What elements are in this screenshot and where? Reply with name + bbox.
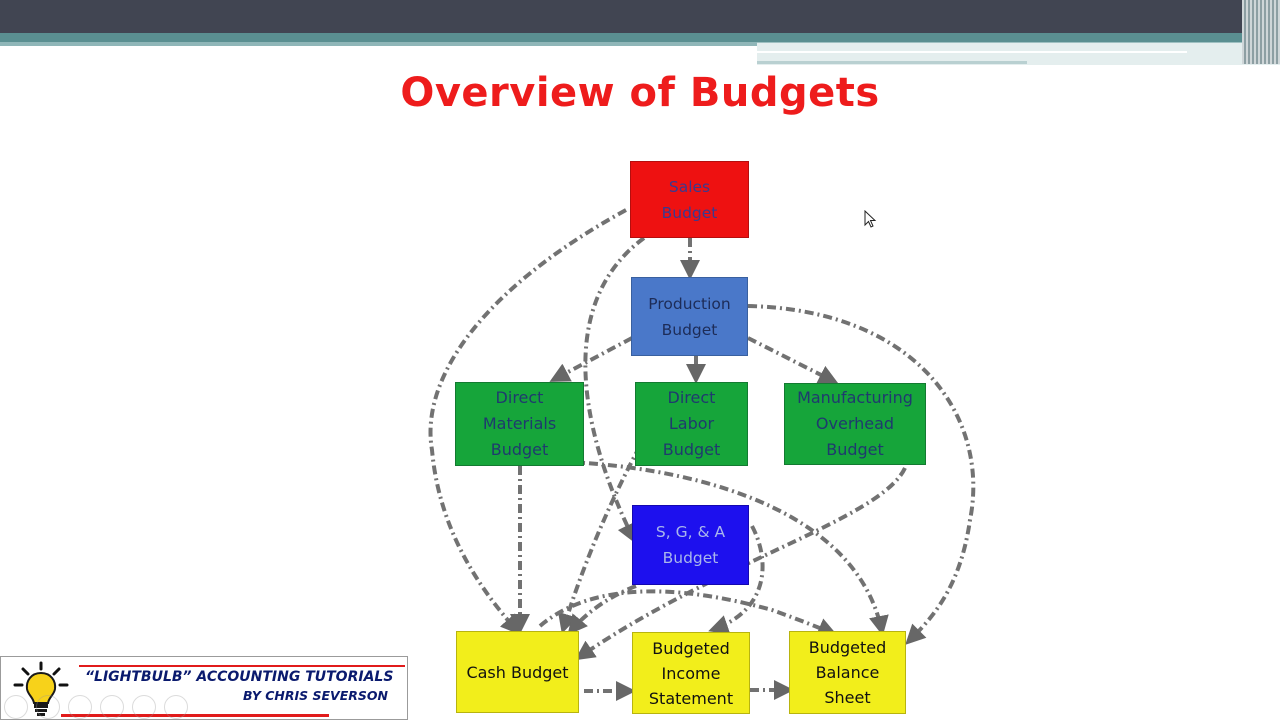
logo-subtitle: BY CHRIS SEVERSON <box>243 688 388 703</box>
sales-budget-box: Sales Budget <box>630 161 749 238</box>
edge-overhead-cash <box>574 467 907 661</box>
cash-budget-label: Cash Budget <box>466 662 569 682</box>
slides-icon[interactable] <box>100 695 124 719</box>
zoom-icon[interactable] <box>132 695 156 719</box>
direct-materials-budget-label: Direct Materials Budget <box>482 388 557 459</box>
edge-production-direct-materials <box>549 336 633 382</box>
manufacturing-overhead-budget-label: Manufacturing Overhead Budget <box>797 388 913 459</box>
sga-budget-label: S, G, & A Budget <box>655 523 726 567</box>
logo-rule-bottom <box>61 714 329 717</box>
slideshow-controls[interactable] <box>4 695 188 719</box>
manufacturing-overhead-budget-box: Manufacturing Overhead Budget <box>784 383 926 465</box>
header-stripe-light <box>0 42 760 46</box>
header-accent <box>757 42 1280 65</box>
direct-labor-budget-label: Direct Labor Budget <box>662 388 721 459</box>
sga-budget-box: S, G, & A Budget <box>632 505 749 585</box>
direct-labor-budget-box: Direct Labor Budget <box>635 382 748 466</box>
header-stripe <box>0 33 1280 42</box>
mouse-cursor-icon <box>864 210 877 228</box>
budgeted-balance-sheet-box: Budgeted Balance Sheet <box>789 631 906 714</box>
edge-production-overhead <box>747 336 839 384</box>
logo-title: “LIGHTBULB” ACCOUNTING TUTORIALS <box>85 669 394 685</box>
edge-direct-labor-cash <box>558 445 642 634</box>
sales-budget-label: Sales Budget <box>661 177 718 222</box>
budgeted-balance-sheet-label: Budgeted Balance Sheet <box>808 638 887 707</box>
previous-slide-icon[interactable] <box>4 695 28 719</box>
edge-sga-income-statement <box>708 525 765 635</box>
logo-rule-top <box>79 665 405 667</box>
edge-sales-sga <box>583 236 646 544</box>
budgeted-income-statement-box: Budgeted Income Statement <box>632 632 750 714</box>
edge-sga-cash <box>567 584 637 636</box>
header-bar <box>0 0 1280 33</box>
production-budget-label: Production Budget <box>648 294 731 339</box>
direct-materials-budget-box: Direct Materials Budget <box>455 382 584 466</box>
header-edge-pattern <box>1242 0 1280 64</box>
production-budget-box: Production Budget <box>631 277 748 356</box>
edge-cash-income-statement <box>538 589 838 637</box>
budgeted-income-statement-label: Budgeted Income Statement <box>648 638 734 708</box>
pen-icon[interactable] <box>68 695 92 719</box>
slide-title: Overview of Budgets <box>400 70 880 116</box>
cash-budget-box: Cash Budget <box>456 631 579 713</box>
edge-production-balance-sheet <box>747 304 976 645</box>
more-options-icon[interactable] <box>164 695 188 719</box>
next-slide-icon[interactable] <box>36 695 60 719</box>
